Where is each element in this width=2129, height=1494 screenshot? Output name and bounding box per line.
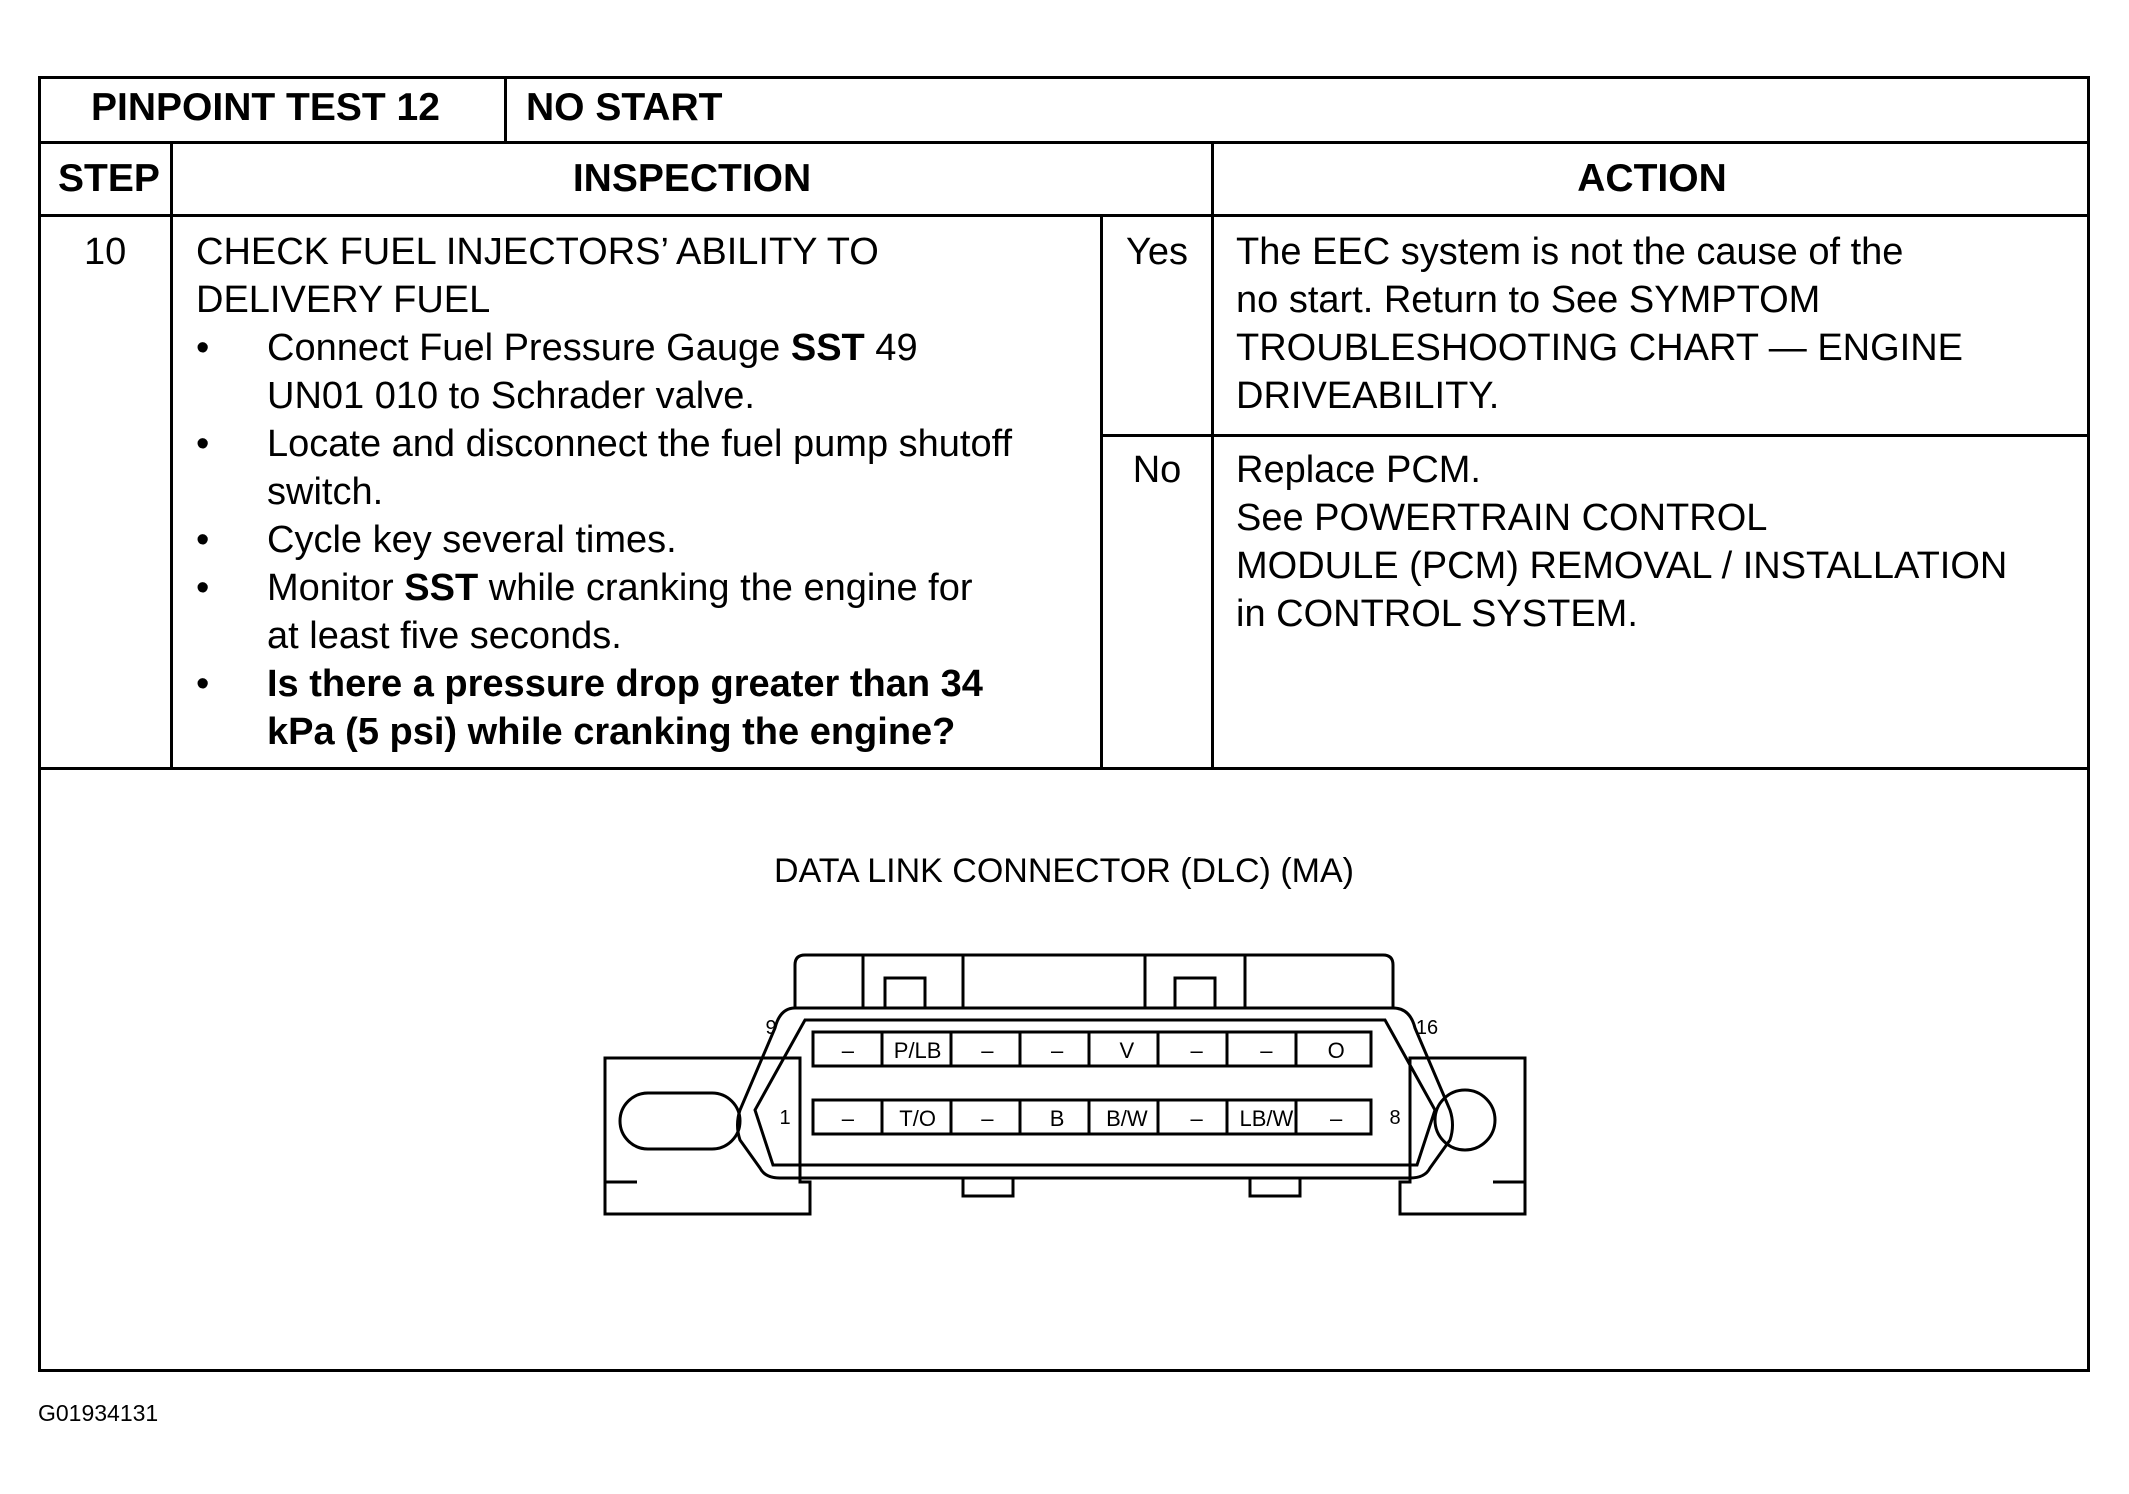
left-mounting-ear bbox=[603, 1056, 812, 1216]
bold-text: SST bbox=[790, 327, 865, 369]
pin-color-label: – bbox=[1051, 1038, 1064, 1063]
pin-color-label: P/LB bbox=[894, 1038, 942, 1063]
divider bbox=[1211, 141, 1214, 769]
bullet-text-line: Locate and disconnect the fuel pump shut… bbox=[267, 420, 1012, 468]
action-line: The EEC system is not the cause of the bbox=[1236, 231, 1904, 273]
pin-number-label: 16 bbox=[1416, 1017, 1438, 1039]
pin-color-label: – bbox=[1330, 1106, 1343, 1131]
action-line: See POWERTRAIN CONTROL bbox=[1236, 497, 1768, 539]
pin-color-label: – bbox=[981, 1038, 994, 1063]
text-run: Locate and disconnect the fuel pump shut… bbox=[267, 423, 1013, 465]
step-number: 10 bbox=[84, 231, 127, 273]
pin-color-label: – bbox=[1191, 1106, 1204, 1131]
connector-inner-outline bbox=[753, 1018, 1437, 1167]
action-yes: The EEC system is not the cause of the n… bbox=[1236, 228, 1963, 420]
divider bbox=[38, 214, 2090, 217]
result-no-label: No bbox=[1132, 449, 1182, 491]
bullet-text-line: Is there a pressure drop greater than 34 bbox=[267, 660, 983, 708]
pin-number-label: 8 bbox=[1389, 1107, 1400, 1129]
pin-color-label: – bbox=[1260, 1038, 1273, 1063]
text-run: while cranking the engine for bbox=[478, 567, 973, 609]
bullet-text-line: Monitor SST while cranking the engine fo… bbox=[267, 564, 972, 612]
bullet-marker: • bbox=[196, 327, 210, 369]
divider bbox=[38, 767, 2090, 770]
bullet-text-line: UN01 010 to Schrader valve. bbox=[267, 372, 755, 420]
pin-color-label: – bbox=[981, 1106, 994, 1131]
action-line: TROUBLESHOOTING CHART — ENGINE bbox=[1236, 327, 1964, 369]
bullet-marker: • bbox=[196, 519, 210, 561]
divider bbox=[504, 76, 507, 144]
inspection-title-line: DELIVERY FUEL bbox=[196, 279, 491, 321]
bullet-text-line: Connect Fuel Pressure Gauge SST 49 bbox=[267, 324, 918, 372]
action-line: MODULE (PCM) REMOVAL / INSTALLATION bbox=[1236, 545, 2008, 587]
figure-id: G01934131 bbox=[38, 1400, 159, 1426]
action-no: Replace PCM. See POWERTRAIN CONTROL MODU… bbox=[1236, 446, 2007, 638]
text-run: Cycle key several times. bbox=[267, 519, 677, 561]
pin-color-label: – bbox=[1191, 1038, 1204, 1063]
action-line: DRIVEABILITY. bbox=[1236, 375, 1500, 417]
divider bbox=[1103, 434, 2090, 437]
bold-text: SST bbox=[404, 567, 479, 609]
bullet-text-line: kPa (5 psi) while cranking the engine? bbox=[267, 708, 955, 756]
text-run: Monitor bbox=[267, 567, 405, 609]
column-header-action: ACTION bbox=[1577, 157, 1727, 200]
text-run: 49 bbox=[864, 327, 918, 369]
dlc-connector-diagram: – P/LB – – V – – O – T/O – B B/W – LB/W – 9 16 1 8 bbox=[603, 953, 1527, 1216]
connector-top-keys bbox=[793, 953, 1395, 1008]
column-header-inspection: INSPECTION bbox=[572, 157, 812, 200]
bullet-text-line: at least five seconds. bbox=[267, 612, 622, 660]
pin-color-label: LB/W bbox=[1239, 1106, 1293, 1131]
pin-color-label: B/W bbox=[1106, 1106, 1148, 1131]
inspection-title: CHECK FUEL INJECTORS’ ABILITY TO DELIVER… bbox=[196, 228, 879, 324]
pin-color-label: – bbox=[842, 1106, 855, 1131]
test-name: NO START bbox=[526, 86, 723, 129]
right-mounting-ear bbox=[1398, 1056, 1527, 1216]
column-header-step: STEP bbox=[58, 157, 160, 200]
action-line: in CONTROL SYSTEM. bbox=[1236, 593, 1638, 635]
text-run: switch. bbox=[267, 471, 384, 513]
pin-number-label: 9 bbox=[765, 1017, 776, 1039]
text-run: at least five seconds. bbox=[267, 615, 622, 657]
inspection-title-line: CHECK FUEL INJECTORS’ ABILITY TO bbox=[196, 231, 879, 273]
bold-text: Is there a pressure drop greater than 34 bbox=[267, 663, 983, 705]
test-label: PINPOINT TEST 12 bbox=[91, 86, 440, 129]
text-run: Connect Fuel Pressure Gauge bbox=[267, 327, 791, 369]
bottom-pin-row bbox=[811, 1098, 1373, 1136]
divider bbox=[1100, 214, 1103, 769]
bullet-marker: • bbox=[196, 663, 210, 705]
pin-color-label: B bbox=[1050, 1106, 1065, 1131]
pin-color-label: V bbox=[1120, 1038, 1135, 1063]
pin-color-label: T/O bbox=[899, 1106, 936, 1131]
bold-text: kPa (5 psi) while cranking the engine? bbox=[267, 711, 956, 753]
bullet-marker: • bbox=[196, 567, 210, 609]
pinpoint-test-table bbox=[38, 76, 2090, 1372]
pin-color-label: O bbox=[1328, 1038, 1345, 1063]
bullet-text-line: Cycle key several times. bbox=[267, 516, 677, 564]
connector-body bbox=[736, 1006, 1454, 1180]
right-mounting-hole bbox=[1433, 1088, 1497, 1152]
action-line: no start. Return to See SYMPTOM bbox=[1236, 279, 1821, 321]
pin-color-label: – bbox=[842, 1038, 855, 1063]
bullet-marker: • bbox=[196, 423, 210, 465]
top-pin-row bbox=[811, 1030, 1373, 1068]
bullet-text-line: switch. bbox=[267, 468, 383, 516]
left-mounting-slot bbox=[618, 1091, 742, 1151]
text-run: UN01 010 to Schrader valve. bbox=[267, 375, 755, 417]
pin-number-label: 1 bbox=[779, 1107, 790, 1129]
divider bbox=[38, 141, 2090, 144]
divider bbox=[170, 141, 173, 769]
result-yes-label: Yes bbox=[1126, 231, 1188, 273]
diagram-title: DATA LINK CONNECTOR (DLC) (MA) bbox=[774, 852, 1354, 890]
action-line: Replace PCM. bbox=[1236, 449, 1481, 491]
